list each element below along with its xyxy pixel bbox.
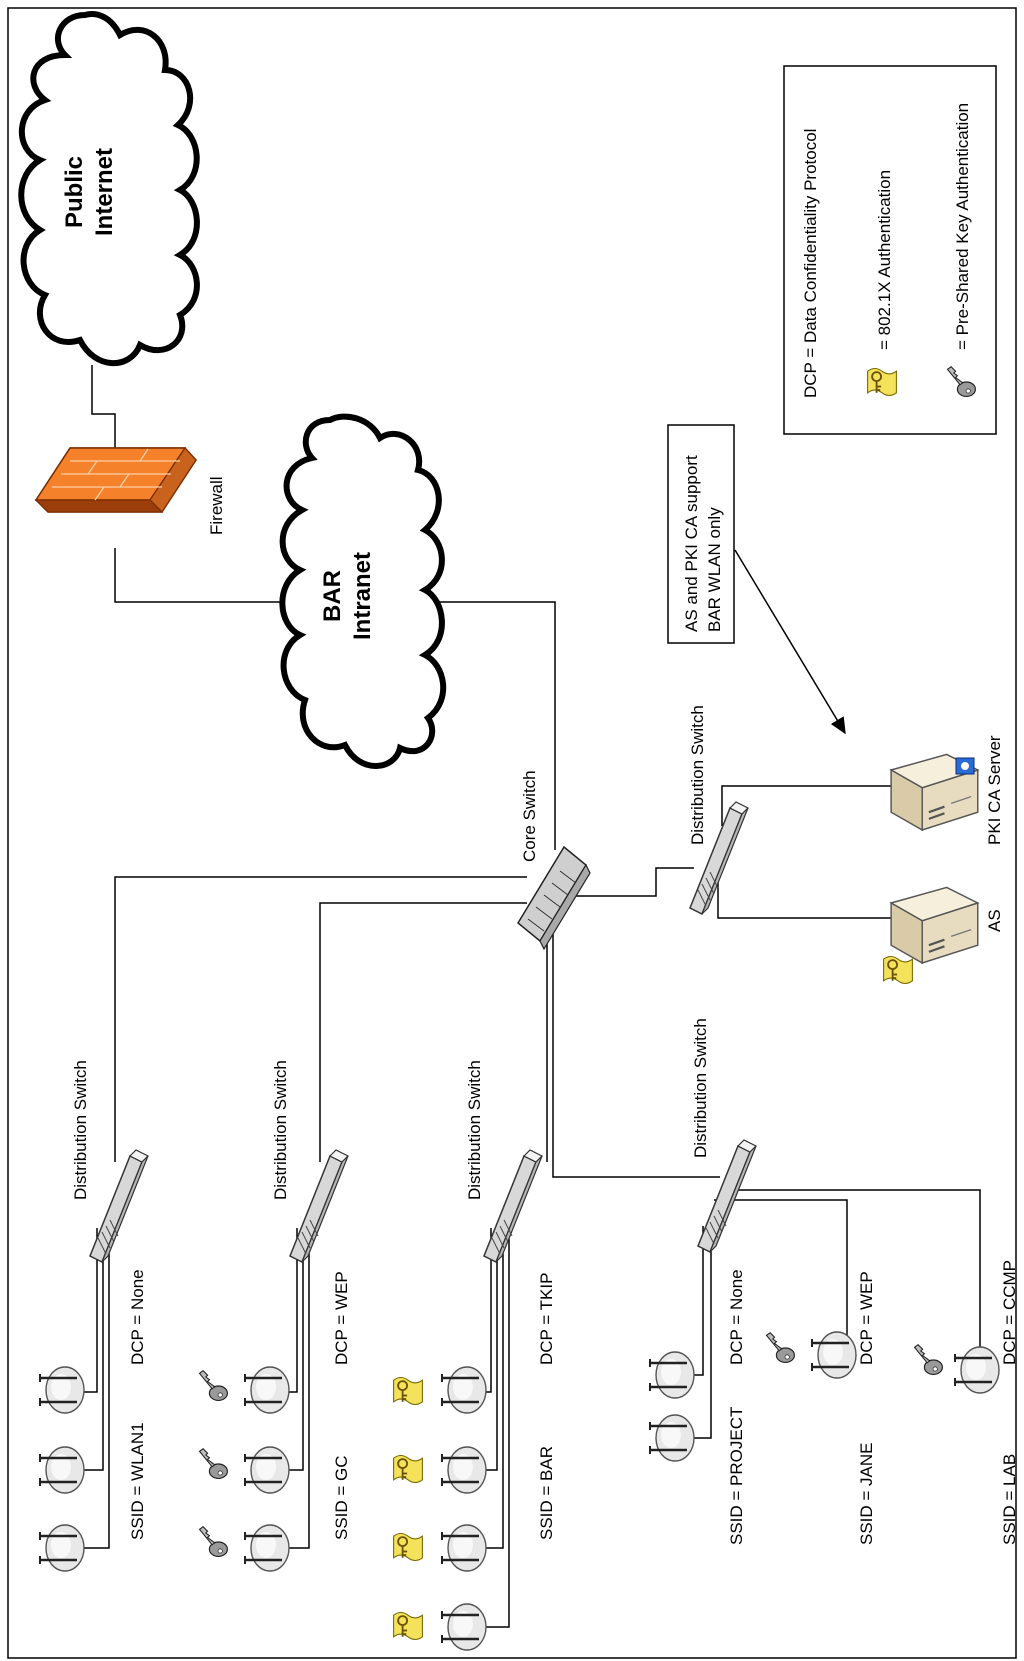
access-point — [440, 1445, 488, 1495]
distribution-switch-label: Distribution Switch — [688, 705, 707, 845]
certificate-icon — [392, 1376, 424, 1406]
dcp-label: DCP = WEP — [857, 1271, 876, 1365]
access-point — [243, 1523, 291, 1573]
access-point — [38, 1523, 86, 1573]
distribution-switch-4: Distribution Switch — [691, 1018, 757, 1253]
connection-lines — [68, 365, 981, 1628]
certificate-icon — [392, 1611, 424, 1641]
public-internet-cloud: Public Internet — [18, 11, 200, 367]
key-icon — [913, 1344, 943, 1375]
distribution-switch-label: Distribution Switch — [691, 1018, 710, 1158]
core-switch-label: Core Switch — [520, 770, 539, 862]
distribution-switch-5: Distribution Switch — [688, 705, 749, 915]
distribution-switch-label: Distribution Switch — [271, 1060, 290, 1200]
ssid-label: SSID = PROJECT — [727, 1407, 746, 1545]
as-server: AS — [882, 886, 1004, 985]
internet-label-line1: Public — [61, 156, 88, 228]
pki-ca-server: PKI CA Server — [889, 735, 1004, 845]
callout-line1: AS and PKI CA support — [682, 455, 701, 632]
legend-psk: = Pre-Shared Key Authentication — [953, 103, 972, 350]
distribution-switch-label: Distribution Switch — [71, 1060, 90, 1200]
core-switch: Core Switch — [517, 770, 591, 950]
distribution-switch-2: Distribution Switch — [271, 1060, 349, 1263]
key-icon — [198, 1448, 228, 1479]
distribution-switch-label: Distribution Switch — [465, 1060, 484, 1200]
access-point — [953, 1345, 1001, 1395]
dcp-label: DCP = CCMP — [1000, 1260, 1019, 1365]
ssid-label: SSID = WLAN1 — [128, 1422, 147, 1540]
wlan-group-5: DCP = WEP SSID = JANE — [765, 1271, 876, 1545]
distribution-switch-3: Distribution Switch — [465, 1060, 543, 1263]
distribution-switch-1: Distribution Switch — [71, 1060, 149, 1263]
ssid-label: SSID = GC — [332, 1455, 351, 1540]
wlan-group-1: SSID = WLAN1 DCP = None — [38, 1269, 147, 1573]
certificate-icon — [392, 1454, 424, 1484]
key-icon — [198, 1370, 228, 1401]
ssid-label: SSID = LAB — [1000, 1454, 1019, 1545]
diagram-frame — [7, 7, 1017, 1659]
firewall: Firewall — [34, 447, 226, 535]
ssid-label: SSID = BAR — [537, 1446, 556, 1540]
ssid-label: SSID = JANE — [857, 1442, 876, 1545]
pki-server-label: PKI CA Server — [985, 735, 1004, 845]
dcp-label: DCP = None — [727, 1269, 746, 1365]
as-server-label: AS — [985, 909, 1004, 932]
wlan-group-4: SSID = PROJECT DCP = None — [648, 1269, 746, 1545]
certificate-icon — [882, 955, 914, 985]
legend-dcp: DCP = Data Confidentiality Protocol — [801, 129, 820, 398]
access-point — [243, 1445, 291, 1495]
intranet-label-line1: BAR — [319, 570, 346, 622]
firewall-label: Firewall — [207, 476, 226, 535]
access-point — [243, 1365, 291, 1415]
wlan-group-3: SSID = BAR DCP = TKIP — [392, 1273, 556, 1652]
access-point — [648, 1413, 696, 1463]
access-point — [810, 1330, 858, 1380]
access-point — [440, 1365, 488, 1415]
internet-label-line2: Internet — [91, 148, 118, 236]
access-point — [38, 1365, 86, 1415]
wlan-group-6: DCP = CCMP SSID = LAB — [913, 1260, 1019, 1545]
callout-line2: BAR WLAN only — [705, 507, 724, 632]
dcp-label: DCP = WEP — [332, 1271, 351, 1365]
callout-box: AS and PKI CA support BAR WLAN only — [667, 424, 735, 644]
certificate-icon — [392, 1532, 424, 1562]
key-icon — [765, 1332, 795, 1363]
access-point — [440, 1602, 488, 1652]
access-point — [440, 1523, 488, 1573]
key-icon — [198, 1526, 228, 1557]
access-point — [648, 1350, 696, 1400]
wlan-group-2: SSID = GC DCP = WEP — [198, 1271, 351, 1573]
dcp-label: DCP = TKIP — [537, 1273, 556, 1365]
legend: DCP = Data Confidentiality Protocol = 80… — [783, 65, 997, 435]
dcp-label: DCP = None — [128, 1269, 147, 1365]
legend-dot1x: = 802.1X Authentication — [875, 170, 894, 350]
access-point — [38, 1445, 86, 1495]
bar-intranet-cloud: BAR Intranet — [279, 413, 447, 769]
intranet-label-line2: Intranet — [349, 552, 376, 640]
